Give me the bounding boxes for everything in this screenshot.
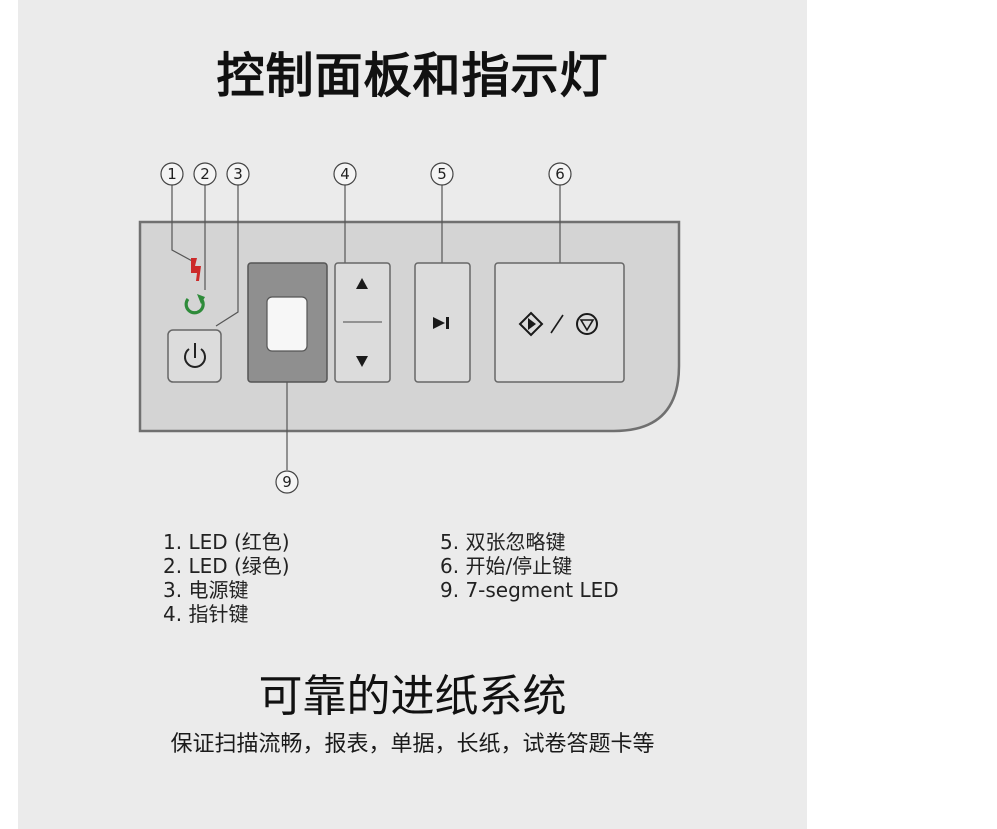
legend-item: 6. 开始/停止键 — [440, 554, 573, 578]
error-lightning-icon — [191, 258, 201, 281]
seven-segment-display — [247, 262, 328, 383]
legend-left: 1. LED (红色) 2. LED (绿色) 3. 电源键 4. 指针键 — [163, 530, 290, 626]
callout-number-6: 6 — [555, 165, 565, 183]
power-icon — [184, 343, 206, 368]
callout-number-4: 4 — [340, 165, 350, 183]
page-title: 控制面板和指示灯 — [216, 48, 609, 104]
callout-number-5: 5 — [437, 165, 447, 183]
power-button[interactable] — [167, 329, 222, 383]
legend-item: 1. LED (红色) — [163, 530, 290, 554]
legend-item: 5. 双张忽略键 — [440, 530, 566, 554]
callout-circle-9 — [275, 470, 299, 494]
slash-divider — [550, 314, 564, 334]
pointer-up-button[interactable] — [356, 278, 368, 289]
triangle-up-icon — [356, 278, 368, 289]
legend-item: 3. 电源键 — [163, 578, 249, 602]
leader-line-3 — [215, 185, 239, 327]
triangle-down-icon — [356, 356, 368, 367]
legend-item: 4. 指针键 — [163, 602, 249, 626]
callout-number-1: 1 — [167, 165, 177, 183]
callout-number-9: 9 — [282, 473, 292, 491]
callout-number-2: 2 — [200, 165, 210, 183]
callout-circle-2 — [193, 162, 217, 186]
feed-section-title: 可靠的进纸系统 — [258, 671, 567, 722]
callout-circle-6 — [548, 162, 572, 186]
stop-circle-icon — [576, 313, 598, 335]
pointer-keys — [334, 262, 391, 383]
skip-forward-icon — [433, 317, 449, 329]
callout-circle-1 — [160, 162, 184, 186]
leader-line-1 — [171, 185, 195, 263]
start-diamond-icon — [518, 311, 544, 337]
legend-item: 9. 7-segment LED — [440, 578, 619, 602]
callout-circle-3 — [226, 162, 250, 186]
callout-circle-4 — [333, 162, 357, 186]
legend-item: 2. LED (绿色) — [163, 554, 290, 578]
legend-right: 5. 双张忽略键 6. 开始/停止键 9. 7-segment LED — [440, 530, 619, 602]
ready-circle-arrow-icon — [184, 294, 205, 315]
start-stop-button[interactable] — [494, 262, 625, 383]
callout-number-3: 3 — [233, 165, 243, 183]
callout-circle-5 — [430, 162, 454, 186]
double-feed-skip-button[interactable] — [414, 262, 471, 383]
pointer-down-button[interactable] — [356, 356, 368, 367]
feed-section-subtitle: 保证扫描流畅，报表，单据，长纸，试卷答题卡等 — [170, 732, 655, 757]
